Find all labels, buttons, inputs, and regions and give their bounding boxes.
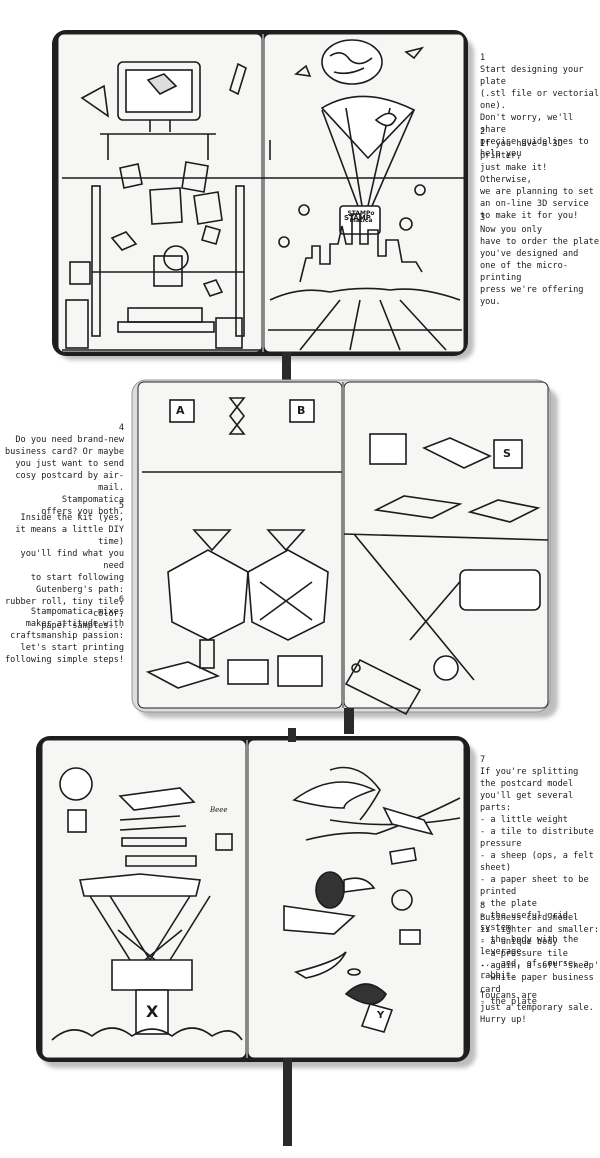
closing-text: Toucans are just a temporary sale. Hurry… <box>480 991 594 1025</box>
notebook-2 <box>131 379 558 734</box>
step-6-text: Stampomatica mixes maker attitude with c… <box>5 607 124 665</box>
step-1-text: Start designing your plate (.stl file or… <box>480 65 599 159</box>
step-5-number: 5 <box>118 501 124 511</box>
step-3-text: Now you only have to order the plate you… <box>480 225 599 307</box>
notebook-3 <box>36 728 476 1146</box>
step-1-number: 1 <box>480 53 486 63</box>
step-7-number: 7 <box>480 755 486 765</box>
letter-y-label: Y <box>377 1010 385 1021</box>
stamp-sign: STAMPo matica <box>347 210 375 224</box>
step-3-number: 3 <box>480 213 486 223</box>
step-8-number: 8 <box>480 901 486 911</box>
step-2-note: 2 If you have a 3D printer, just make it!… <box>480 114 600 222</box>
step-6-number: 6 <box>118 595 124 605</box>
step-7-note: 7 If you're splitting the postcard model … <box>480 742 600 982</box>
notebook-1: STAMP <box>52 30 474 380</box>
stamp-sign-line1: STAMP <box>344 214 371 222</box>
beee-bubble: Beee <box>210 806 228 814</box>
letter-x-label: X <box>146 1002 159 1021</box>
step-2-text: If you have a 3D printer, just make it! … <box>480 139 594 221</box>
step-7-text: If you're splitting the postcard model y… <box>480 767 594 981</box>
letter-b-label: B <box>297 404 306 417</box>
step-4-text: Do you need brand-new business card? Or … <box>5 435 124 517</box>
letter-s-label: S <box>503 447 511 460</box>
step-4-number: 4 <box>118 423 124 433</box>
step-4-note: 4 Do you need brand-new business card? Or… <box>0 410 124 518</box>
closing-note: Toucans are just a temporary sale. Hurry… <box>480 978 594 1026</box>
letter-a-label: A <box>176 404 185 417</box>
step-2-number: 2 <box>480 127 486 137</box>
step-5-text: Inside the kit (yes, it means a little D… <box>5 513 124 631</box>
step-8-text: Business card model is lighter and small… <box>480 913 599 1007</box>
